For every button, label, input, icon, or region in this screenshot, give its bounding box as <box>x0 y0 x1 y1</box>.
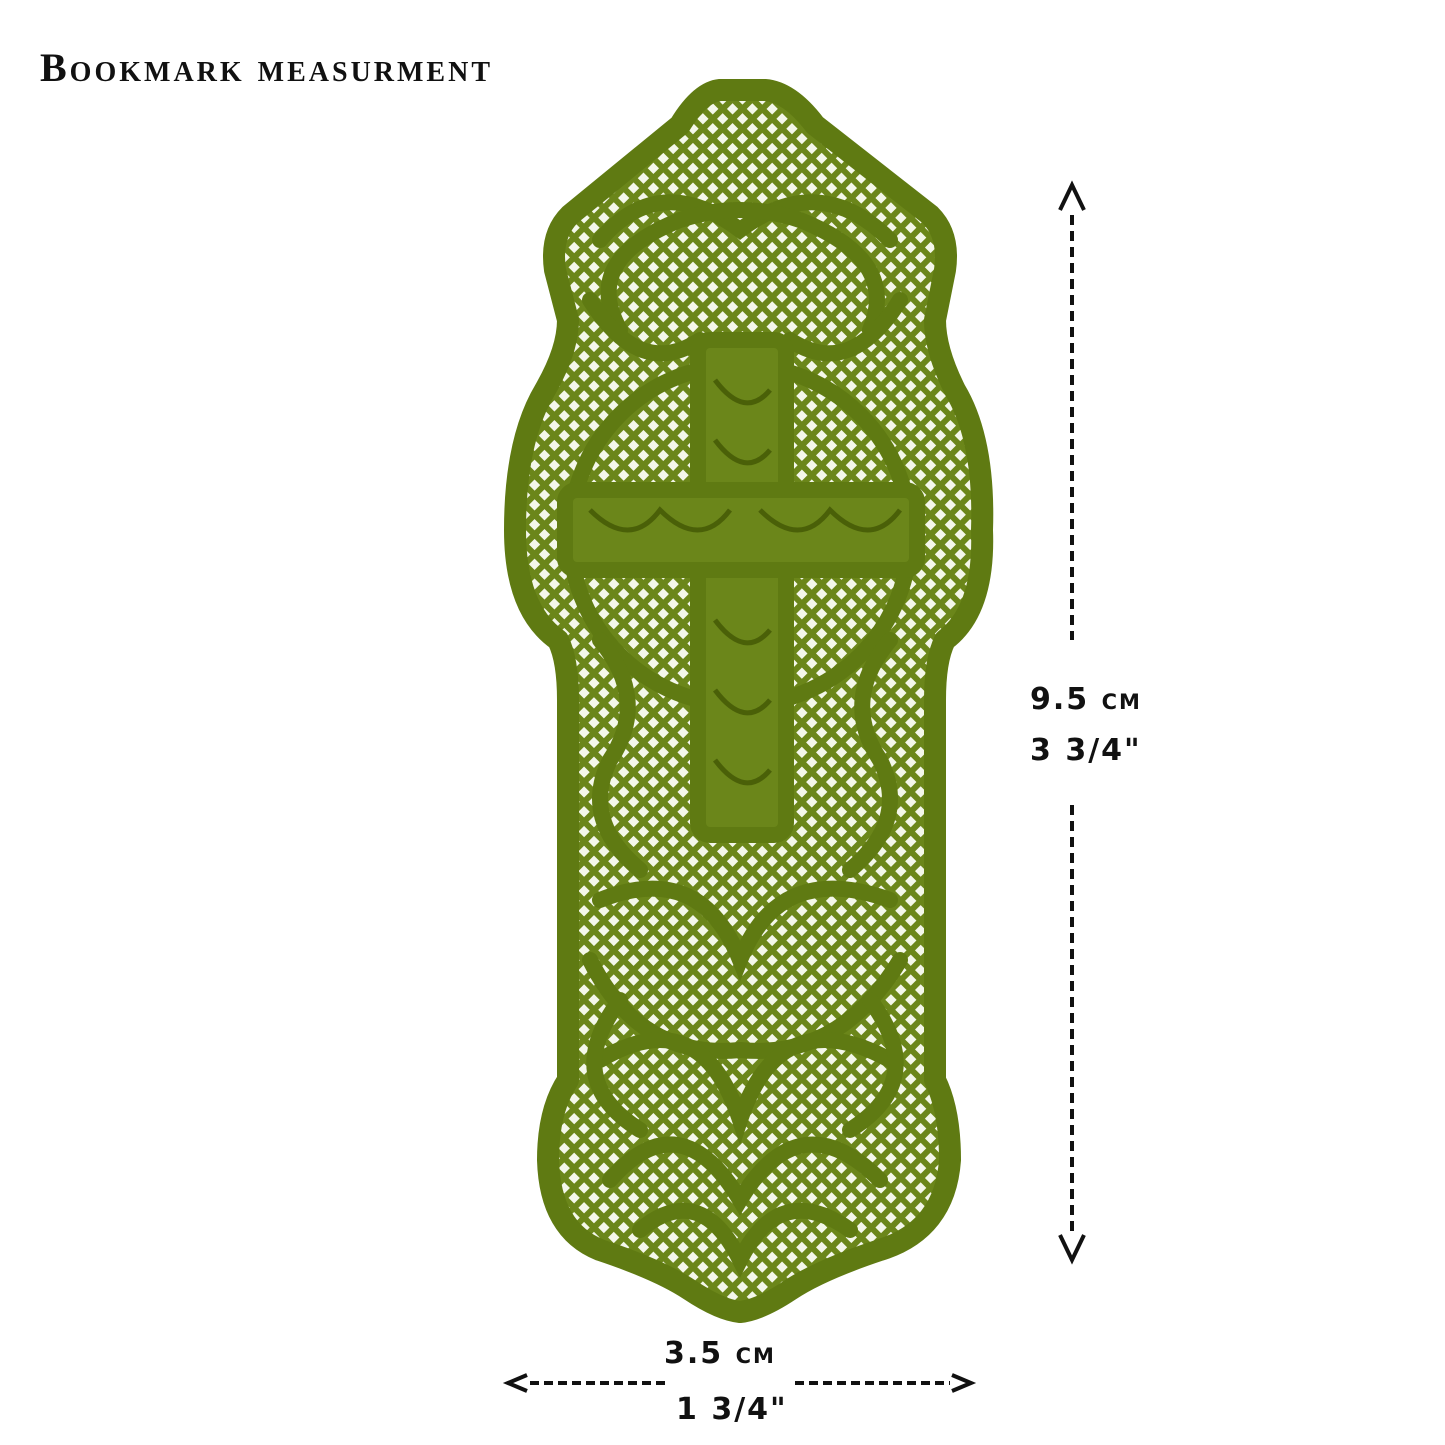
arrow-left-icon <box>502 1373 528 1393</box>
height-imperial-label: 3 3/4" <box>1030 733 1142 768</box>
height-arrow <box>1058 180 1086 1265</box>
celtic-cross <box>557 332 925 843</box>
width-imperial-label: 1 3/4" <box>676 1392 788 1427</box>
width-arrow <box>502 1373 977 1393</box>
arrow-down-icon <box>1058 1234 1086 1265</box>
bookmark-lace <box>504 79 994 1323</box>
arrow-up-icon <box>1058 180 1086 211</box>
page-title: Bookmark measurment <box>40 45 494 90</box>
arrow-right-icon <box>951 1373 977 1393</box>
width-metric-label: 3.5 cm <box>664 1336 776 1371</box>
height-metric-label: 9.5 cm <box>1030 682 1142 717</box>
